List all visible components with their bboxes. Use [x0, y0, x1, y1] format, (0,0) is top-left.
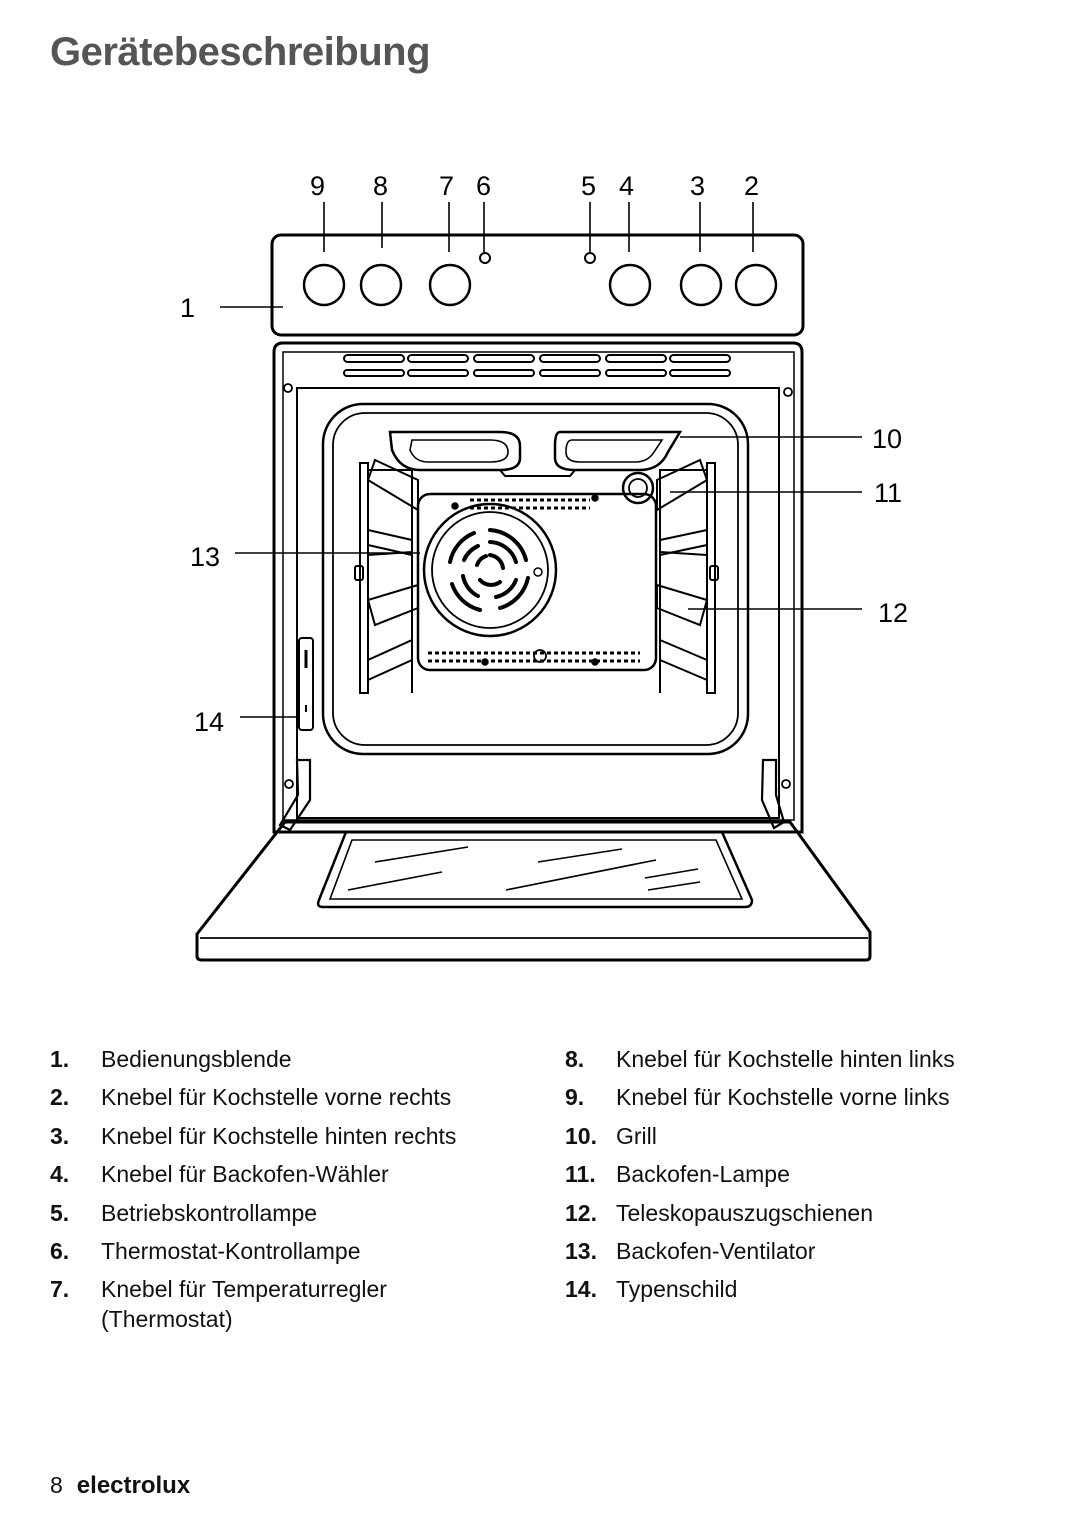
callout-13: 13	[190, 542, 220, 572]
control-panel	[270, 233, 805, 337]
legend-text: Thermostat-Kontrollampe	[101, 1238, 361, 1265]
legend-text: Knebel für Kochstelle vorne links	[616, 1084, 950, 1111]
legend-number: 11.	[565, 1161, 596, 1188]
legend-text: Betriebskontrollampe	[101, 1199, 318, 1226]
legend-text: Grill	[616, 1122, 657, 1149]
page-title: Gerätebeschreibung	[50, 30, 431, 74]
lamp-5	[584, 252, 596, 264]
callout-9: 9	[310, 171, 325, 201]
legend-number: 6.	[50, 1238, 70, 1265]
legend-item: 7. Knebel für Temperaturregler (Thermosta…	[50, 1270, 520, 1338]
left-rack	[354, 458, 419, 694]
oven-door	[195, 820, 872, 962]
leader-lines	[220, 202, 862, 718]
callout-14: 14	[194, 707, 224, 737]
legend-number: 1.	[50, 1046, 70, 1072]
grill-element	[388, 430, 683, 477]
oven-diagram: 9 8 7 6 5 4 3 2 1 10 11 12 13 14	[180, 171, 908, 962]
lamp-6	[479, 252, 491, 264]
callout-4: 4	[619, 171, 634, 201]
callout-6: 6	[476, 171, 491, 201]
knob-3	[679, 263, 723, 307]
callout-3: 3	[690, 171, 705, 201]
legend-text: Knebel für Backofen-Wähler	[101, 1161, 389, 1188]
legend-text: Knebel für Kochstelle vorne rechts	[101, 1084, 452, 1111]
legend-number: 8.	[565, 1046, 585, 1072]
rating-plate	[298, 637, 314, 731]
legend-text: Backofen-Ventilator	[616, 1238, 816, 1265]
brand-name: electrolux	[76, 1472, 191, 1499]
callout-11: 11	[874, 478, 902, 508]
legend-number: 10.	[565, 1122, 597, 1149]
legend-number: 4.	[50, 1161, 70, 1188]
legend-item: 5. Betriebskontrollampe	[50, 1194, 520, 1232]
callout-2: 2	[744, 171, 759, 201]
callout-5: 5	[581, 171, 596, 201]
knob-4	[608, 263, 652, 307]
callout-8: 8	[373, 171, 388, 201]
legend-item: 11. Backofen-Lampe	[565, 1155, 1035, 1193]
legend-number: 5.	[50, 1199, 70, 1226]
knob-2	[734, 263, 778, 307]
page-footer: 8 electrolux	[50, 1472, 190, 1500]
oven-cavity	[321, 402, 750, 756]
legend-item: 12. Teleskopauszugschienen	[565, 1194, 1035, 1232]
legend-item: 8. Knebel für Kochstelle hinten links	[565, 1040, 1035, 1078]
right-rack	[656, 458, 719, 694]
legend-text: Knebel für Kochstelle hinten rechts	[101, 1122, 457, 1149]
legend-left: 1. Bedienungsblende 2. Knebel für Kochstel…	[50, 1040, 520, 1338]
legend-right: 8. Knebel für Kochstelle hinten links 9. K…	[565, 1040, 1035, 1309]
oven-lamp	[621, 471, 655, 505]
legend-item: 4. Knebel für Backofen-Wähler	[50, 1155, 520, 1193]
legend-item: 10. Grill	[565, 1117, 1035, 1155]
back-panel	[416, 492, 658, 672]
legend-text: Backofen-Lampe	[616, 1161, 790, 1188]
legend-number: 12.	[565, 1199, 597, 1226]
legend-item: 9. Knebel für Kochstelle vorne links	[565, 1078, 1035, 1116]
legend-item: 14. Typenschild	[565, 1270, 1035, 1308]
legend-text: Typenschild	[616, 1276, 738, 1303]
legend-number: 2.	[50, 1084, 70, 1111]
legend-text: Teleskopauszugschienen	[616, 1199, 874, 1226]
legend-number: 13.	[565, 1238, 597, 1265]
legend-number: 7.	[50, 1276, 70, 1303]
legend-item: 6. Thermostat-Kontrollampe	[50, 1232, 520, 1270]
knob-7	[428, 263, 472, 307]
legend-number: 14.	[565, 1276, 597, 1303]
legend-number: 3.	[50, 1122, 70, 1149]
legend-text: Bedienungsblende	[101, 1046, 292, 1072]
door-window	[316, 830, 754, 909]
fan-cover	[422, 502, 558, 638]
knob-8	[359, 263, 403, 307]
legend-item: 3. Knebel für Kochstelle hinten rechts	[50, 1117, 520, 1155]
callout-7: 7	[439, 171, 454, 201]
legend-item: 1. Bedienungsblende	[50, 1040, 520, 1078]
page-number: 8	[50, 1472, 63, 1498]
legend-item: 2. Knebel für Kochstelle vorne rechts	[50, 1078, 520, 1116]
callout-10: 10	[872, 424, 902, 454]
legend-number: 9.	[565, 1084, 585, 1111]
callout-1: 1	[180, 293, 195, 323]
oven-body	[272, 341, 804, 834]
legend-text: Knebel für Kochstelle hinten links	[616, 1046, 955, 1072]
legend-text: Knebel für Temperaturregler (Thermostat)	[101, 1276, 387, 1333]
callout-12: 12	[878, 598, 908, 628]
knob-9	[302, 263, 346, 307]
legend-item: 13. Backofen-Ventilator	[565, 1232, 1035, 1270]
